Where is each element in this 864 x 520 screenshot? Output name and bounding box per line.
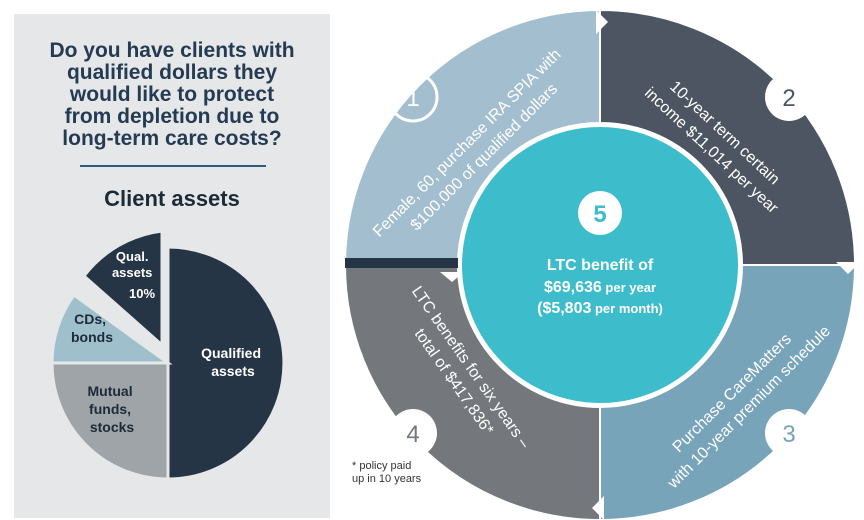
question-line: Do you have clients with [49, 39, 295, 62]
center-benefit-per-year: $69,636 per year [544, 279, 656, 296]
svg-text:2: 2 [782, 85, 795, 112]
segment-step-3 [599, 264, 857, 520]
question-line: long-term care costs? [62, 127, 282, 150]
arrow-notch-bottom [592, 496, 604, 520]
step-5-badge: 5 [578, 191, 622, 235]
svg-text:1: 1 [406, 85, 419, 112]
question-line: qualified dollars they [66, 61, 278, 84]
center-text: LTC benefit of [547, 257, 654, 274]
segment-step-2 [599, 8, 857, 266]
pie-label-qual-assets: Qual. assets 10% [112, 249, 156, 301]
pie-title: Client assets [104, 186, 240, 211]
question-heading: Do you have clients with qualified dolla… [14, 40, 330, 150]
client-assets-pie: Qualified assets Mutual funds, stocks CD… [50, 229, 286, 481]
pie-slice-mutual-funds [50, 361, 170, 481]
step-1-badge: 1 [387, 71, 439, 123]
step-3-badge: 3 [765, 409, 813, 457]
arrow-notch-top [596, 10, 608, 34]
step-2-badge: 2 [765, 73, 813, 121]
question-line: would like to protect [69, 83, 275, 106]
divider [80, 165, 266, 167]
pie-label-mutual-funds: Mutual funds, stocks [88, 383, 137, 435]
question-line: from depletion due to [64, 105, 280, 128]
footnote: * policy paid up in 10 years [352, 460, 462, 486]
cycle-ring [343, 8, 860, 520]
svg-text:5: 5 [593, 201, 606, 228]
pie-label-qualified: Qualified assets [201, 345, 265, 379]
step-4-badge: 4 [389, 409, 437, 457]
pie-slice-cds-bonds [50, 292, 173, 365]
pie-slice-qual-assets-exploded [81, 229, 164, 349]
arrow-notch-right [836, 262, 860, 274]
footnote-line: up in 10 years [352, 473, 422, 485]
segment-step-1 [343, 8, 601, 266]
pie-slice-qualified [166, 245, 286, 481]
arrow-notch-left [440, 272, 464, 282]
footnote-line: * policy paid [352, 460, 412, 472]
segment-divider-bar [345, 258, 458, 268]
center-circle [458, 123, 742, 407]
pie-label-cds-bonds: CDs, bonds [71, 311, 113, 345]
svg-text:4: 4 [406, 421, 419, 448]
svg-text:3: 3 [782, 421, 795, 448]
center-benefit-per-month: ($5,803 per month) [537, 300, 663, 317]
